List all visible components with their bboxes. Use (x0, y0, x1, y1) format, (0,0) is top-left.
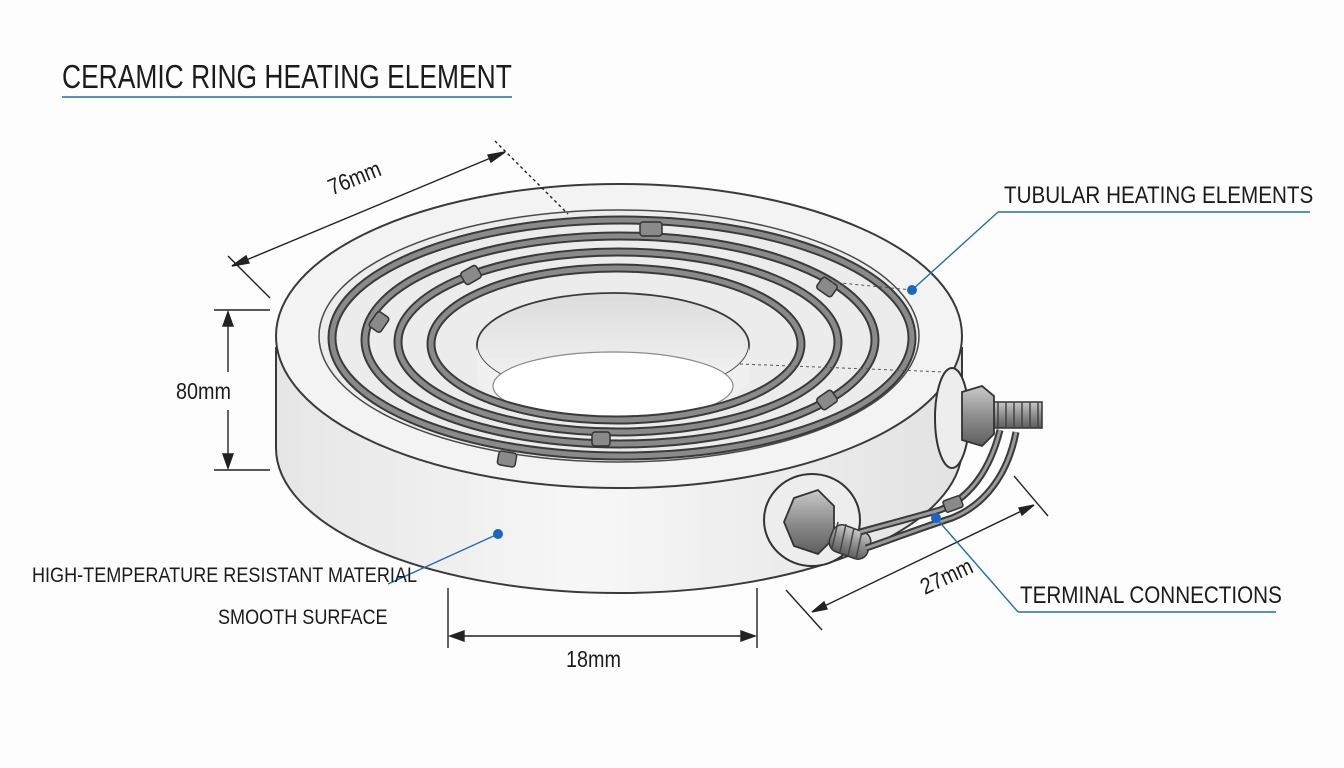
dimension-height-label: 80mm (176, 378, 231, 404)
callout-smooth-surface: SMOOTH SURFACE (218, 606, 388, 629)
marker-terminal (931, 513, 941, 523)
dimension-line-terminal (785, 475, 1049, 631)
dimension-line-width (447, 588, 758, 648)
terminal-connector-right (934, 367, 1043, 469)
dimension-line-height (214, 309, 270, 471)
terminal-connector-front (763, 473, 872, 567)
callout-leaders (387, 211, 1310, 613)
page-title: CERAMIC RING HEATING ELEMENT (62, 58, 512, 95)
marker-material (493, 529, 503, 539)
marker-tubular (907, 285, 917, 295)
dimension-width-label: 18mm (566, 646, 621, 672)
dimension-line-diameter (227, 140, 569, 299)
callout-terminal-connections: TERMINAL CONNECTIONS (1020, 582, 1282, 609)
callout-tubular-heating-elements: TUBULAR HEATING ELEMENTS (1004, 182, 1314, 209)
tubular-heating-coils (327, 215, 917, 468)
lead-wires (859, 429, 1020, 552)
callout-high-temperature-material: HIGH-TEMPERATURE RESISTANT MATERIAL (32, 564, 417, 587)
